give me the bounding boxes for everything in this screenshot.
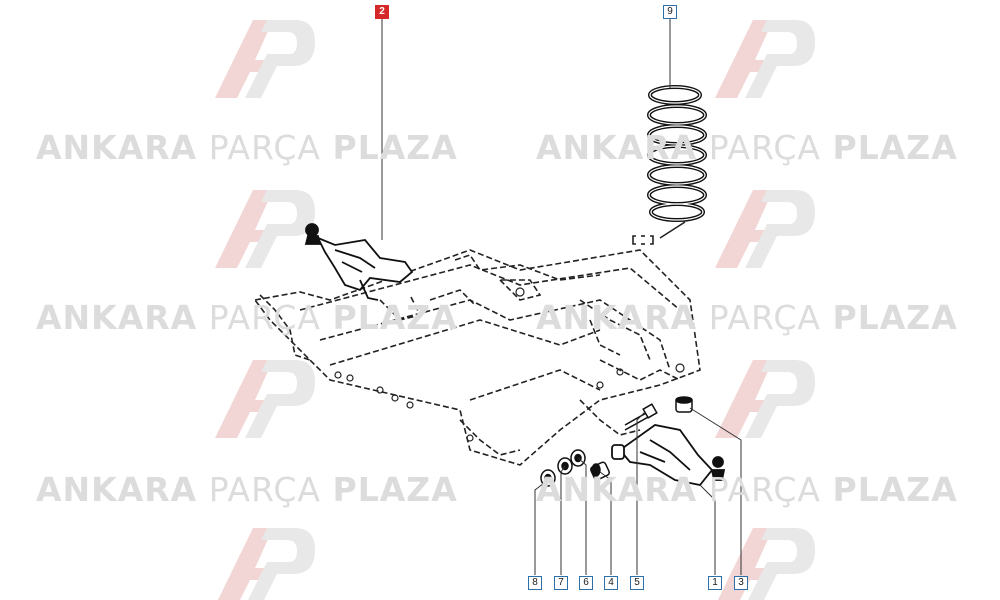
part-label-3[interactable]: 3 — [734, 576, 748, 590]
subframe — [253, 249, 701, 466]
nut-8 — [540, 469, 556, 487]
leader-lines — [381, 18, 742, 575]
part-label-1[interactable]: 1 — [708, 576, 722, 590]
bushing-3 — [675, 396, 693, 413]
watermark-text: ANKARA PARÇA PLAZA — [536, 128, 958, 167]
watermark-logo — [215, 190, 315, 268]
watermark-text: ANKARA PARÇA PLAZA — [36, 128, 458, 167]
watermark-text: ANKARA PARÇA PLAZA — [536, 470, 958, 509]
upper-control-arm — [304, 223, 414, 301]
bolt — [624, 403, 658, 431]
watermark-logo — [715, 190, 815, 268]
part-label-2[interactable]: 2 — [375, 5, 389, 19]
watermark-logo — [215, 20, 315, 98]
part-label-4[interactable]: 4 — [604, 576, 618, 590]
watermark-logo — [715, 20, 815, 98]
watermark-logo — [715, 360, 815, 438]
spring-reference-bracket — [632, 221, 686, 245]
watermark-text: ANKARA PARÇA PLAZA — [36, 470, 458, 509]
watermark-logo — [217, 528, 315, 600]
watermark-logo — [717, 528, 815, 600]
part-label-9[interactable]: 9 — [663, 5, 677, 19]
subframe-holes — [334, 287, 685, 442]
part-label-6[interactable]: 6 — [579, 576, 593, 590]
watermark-text: ANKARA PARÇA PLAZA — [36, 298, 458, 337]
watermark-logo — [215, 360, 315, 438]
watermark-logos — [215, 20, 815, 600]
part-label-5[interactable]: 5 — [630, 576, 644, 590]
part-label-7[interactable]: 7 — [554, 576, 568, 590]
spring-inner-lines — [648, 86, 706, 221]
part-label-8[interactable]: 8 — [528, 576, 542, 590]
watermark-text: ANKARA PARÇA PLAZA — [536, 298, 958, 337]
lower-control-arm — [611, 424, 726, 486]
